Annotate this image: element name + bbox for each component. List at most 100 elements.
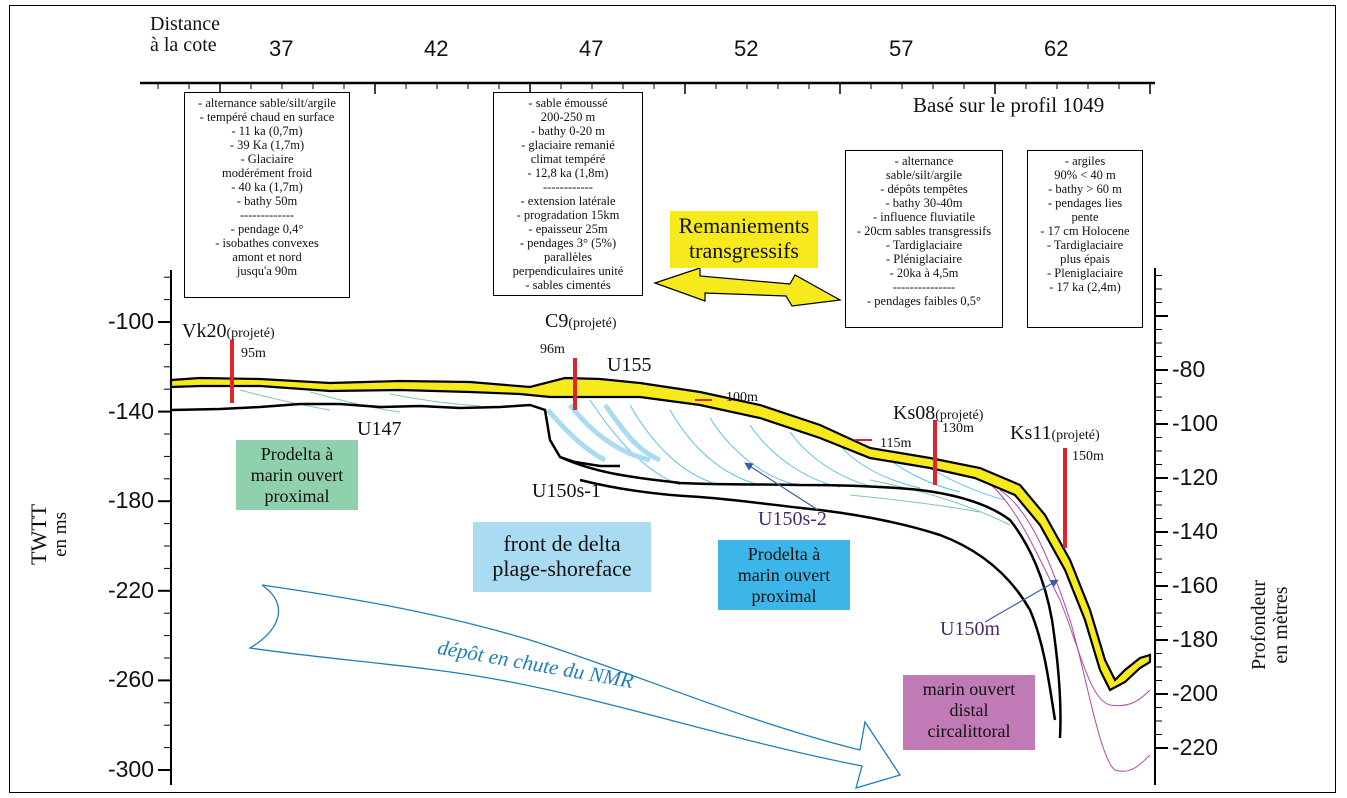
note-line: - bathy 30-40m bbox=[885, 196, 963, 210]
note-line: parallèles bbox=[544, 250, 592, 264]
left-tick-label: -100 bbox=[107, 308, 154, 334]
note-line: climat tempéré bbox=[530, 152, 606, 166]
note-line: - epaisseur 25m bbox=[528, 222, 608, 236]
note-line: - sable émoussé bbox=[528, 96, 608, 110]
note-line: - pendages lies bbox=[1047, 196, 1123, 210]
top-tick-label: 42 bbox=[424, 36, 449, 61]
top-tick-label: 57 bbox=[889, 36, 914, 61]
note-line: 90% < 40 m bbox=[1054, 168, 1116, 182]
note-line: - bathy > 60 m bbox=[1048, 182, 1122, 196]
unit-label-u150s2: U150s-2 bbox=[758, 508, 827, 530]
facies-marin-distal: marin ouvert distal circalittoral bbox=[903, 675, 1035, 750]
green-reflectors bbox=[239, 389, 1011, 526]
left-tick-label: -140 bbox=[107, 397, 154, 424]
unit-label-u150s1: U150s-1 bbox=[532, 480, 601, 502]
note-line: - alternance bbox=[894, 154, 954, 168]
right-depth-axis bbox=[1154, 268, 1168, 785]
note-line: modérément froid bbox=[222, 166, 312, 180]
left-tick-label: -180 bbox=[107, 487, 154, 514]
nmr-arrow bbox=[248, 584, 902, 789]
note-line: ------------ bbox=[543, 180, 593, 194]
figure-frame bbox=[9, 5, 1336, 793]
note-line: - 17 cm Holocene bbox=[1040, 224, 1130, 238]
note-line: - pendages 3° (5%) bbox=[519, 236, 617, 250]
u150s-reflector bbox=[559, 455, 1062, 739]
depth-marker-115m: 115m bbox=[880, 436, 912, 451]
unit-label-u155: U155 bbox=[607, 354, 652, 376]
note-line: - dépôts tempêtes bbox=[880, 182, 968, 196]
remaniements-arrow bbox=[653, 267, 842, 307]
u155-surface-unit bbox=[169, 376, 1152, 692]
right-tick-label: -160 bbox=[1172, 572, 1219, 598]
right-axis-label: Profondeur en mètres bbox=[1248, 580, 1292, 670]
note-line: jusqu'a 90m bbox=[236, 264, 298, 278]
black-reflectors bbox=[170, 402, 1062, 739]
note-line: - 17 ka (2,4m) bbox=[1049, 280, 1121, 294]
note-line: - alternance sable/silt/argile bbox=[198, 96, 336, 110]
top-tick-label: 52 bbox=[734, 36, 759, 61]
note-line: pente bbox=[1071, 210, 1099, 224]
right-tick-label: -180 bbox=[1172, 626, 1219, 652]
right-tick-label: -100 bbox=[1172, 410, 1219, 436]
note-line: - bathy 0-20 m bbox=[531, 124, 605, 138]
note-line: - 12,8 ka (1,8m) bbox=[527, 166, 609, 180]
profile-source-label: Basé sur le profil 1049 bbox=[913, 93, 1105, 117]
note-line: ------------- bbox=[239, 208, 295, 222]
depth-marker-ticks bbox=[695, 399, 872, 441]
note-line: --------------- bbox=[892, 280, 956, 294]
note-line: - 11 ka (0,7m) bbox=[231, 124, 303, 138]
thick-clinoforms bbox=[546, 403, 662, 463]
pointer-arrows bbox=[744, 462, 1059, 623]
right-tick-label: -80 bbox=[1172, 356, 1206, 382]
facies-prodelta-left: Prodelta à marin ouvert proximal bbox=[236, 440, 358, 510]
well-label-ks11: Ks11(projeté) bbox=[1010, 422, 1100, 444]
note-line: - progradation 15km bbox=[516, 208, 620, 222]
depth-marker-100m: 100m bbox=[726, 390, 758, 405]
wells bbox=[230, 340, 1067, 548]
note-line: sable/silt/argile bbox=[885, 168, 963, 182]
left-axis-label: TWTT en ms bbox=[26, 503, 71, 565]
note-line: perpendiculaires unité bbox=[512, 264, 624, 278]
well-depth-vk20: 95m bbox=[241, 346, 266, 361]
right-tick-label: -200 bbox=[1172, 680, 1219, 706]
unit-label-u147: U147 bbox=[357, 418, 402, 440]
note-line: - argiles bbox=[1064, 154, 1106, 168]
facies-prodelta-right: Prodelta à marin ouvert proximal bbox=[718, 540, 850, 610]
note-box-1: - alternance sable/silt/argile- tempéré … bbox=[184, 92, 350, 298]
right-tick-label: -120 bbox=[1172, 464, 1219, 490]
right-tick-label: -220 bbox=[1172, 734, 1219, 760]
note-line: - extension latérale bbox=[520, 194, 616, 208]
well-label-vk20: Vk20(projeté) bbox=[182, 320, 275, 342]
note-line: - Tardiglaciaire bbox=[1046, 238, 1124, 252]
remaniements-label: Remaniements transgressifs bbox=[670, 211, 818, 268]
note-line: plus épais bbox=[1060, 252, 1110, 266]
well-label-ks08: Ks08(projeté) bbox=[893, 402, 984, 424]
note-line: - Glaciaire bbox=[240, 152, 294, 166]
note-line: - bathy 50m bbox=[236, 194, 298, 208]
top-axis-label: Distance à la cote bbox=[150, 13, 220, 56]
note-line: - Tardiglaciaire bbox=[885, 238, 963, 252]
note-line: - tempéré chaud en surface bbox=[199, 110, 335, 124]
note-line: 200-250 m bbox=[540, 110, 596, 124]
u150m-reflector bbox=[579, 478, 1057, 721]
left-tick-label: -260 bbox=[107, 666, 154, 693]
note-line: - 20ka à 4,5m bbox=[889, 266, 959, 280]
left-twtt-axis bbox=[158, 270, 172, 785]
note-line: - 40 ka (1,7m) bbox=[231, 180, 303, 194]
well-depth-ks08: 130m bbox=[942, 421, 974, 436]
well-label-c9: C9(projeté) bbox=[545, 310, 617, 332]
facies-front-delta: front de delta plage-shoreface bbox=[473, 522, 651, 592]
note-line: - pendages faibles 0,5° bbox=[867, 294, 981, 308]
note-line: - 20cm sables transgressifs bbox=[856, 224, 992, 238]
note-line: - glaciaire remanié bbox=[521, 138, 615, 152]
right-tick-label: -140 bbox=[1172, 518, 1219, 544]
note-line: - 39 Ka (1,7m) bbox=[229, 138, 305, 152]
note-line: amont et nord bbox=[232, 250, 302, 264]
left-tick-label: -220 bbox=[107, 576, 154, 603]
top-tick-label: 62 bbox=[1044, 36, 1069, 61]
top-tick-label: 47 bbox=[579, 36, 604, 61]
